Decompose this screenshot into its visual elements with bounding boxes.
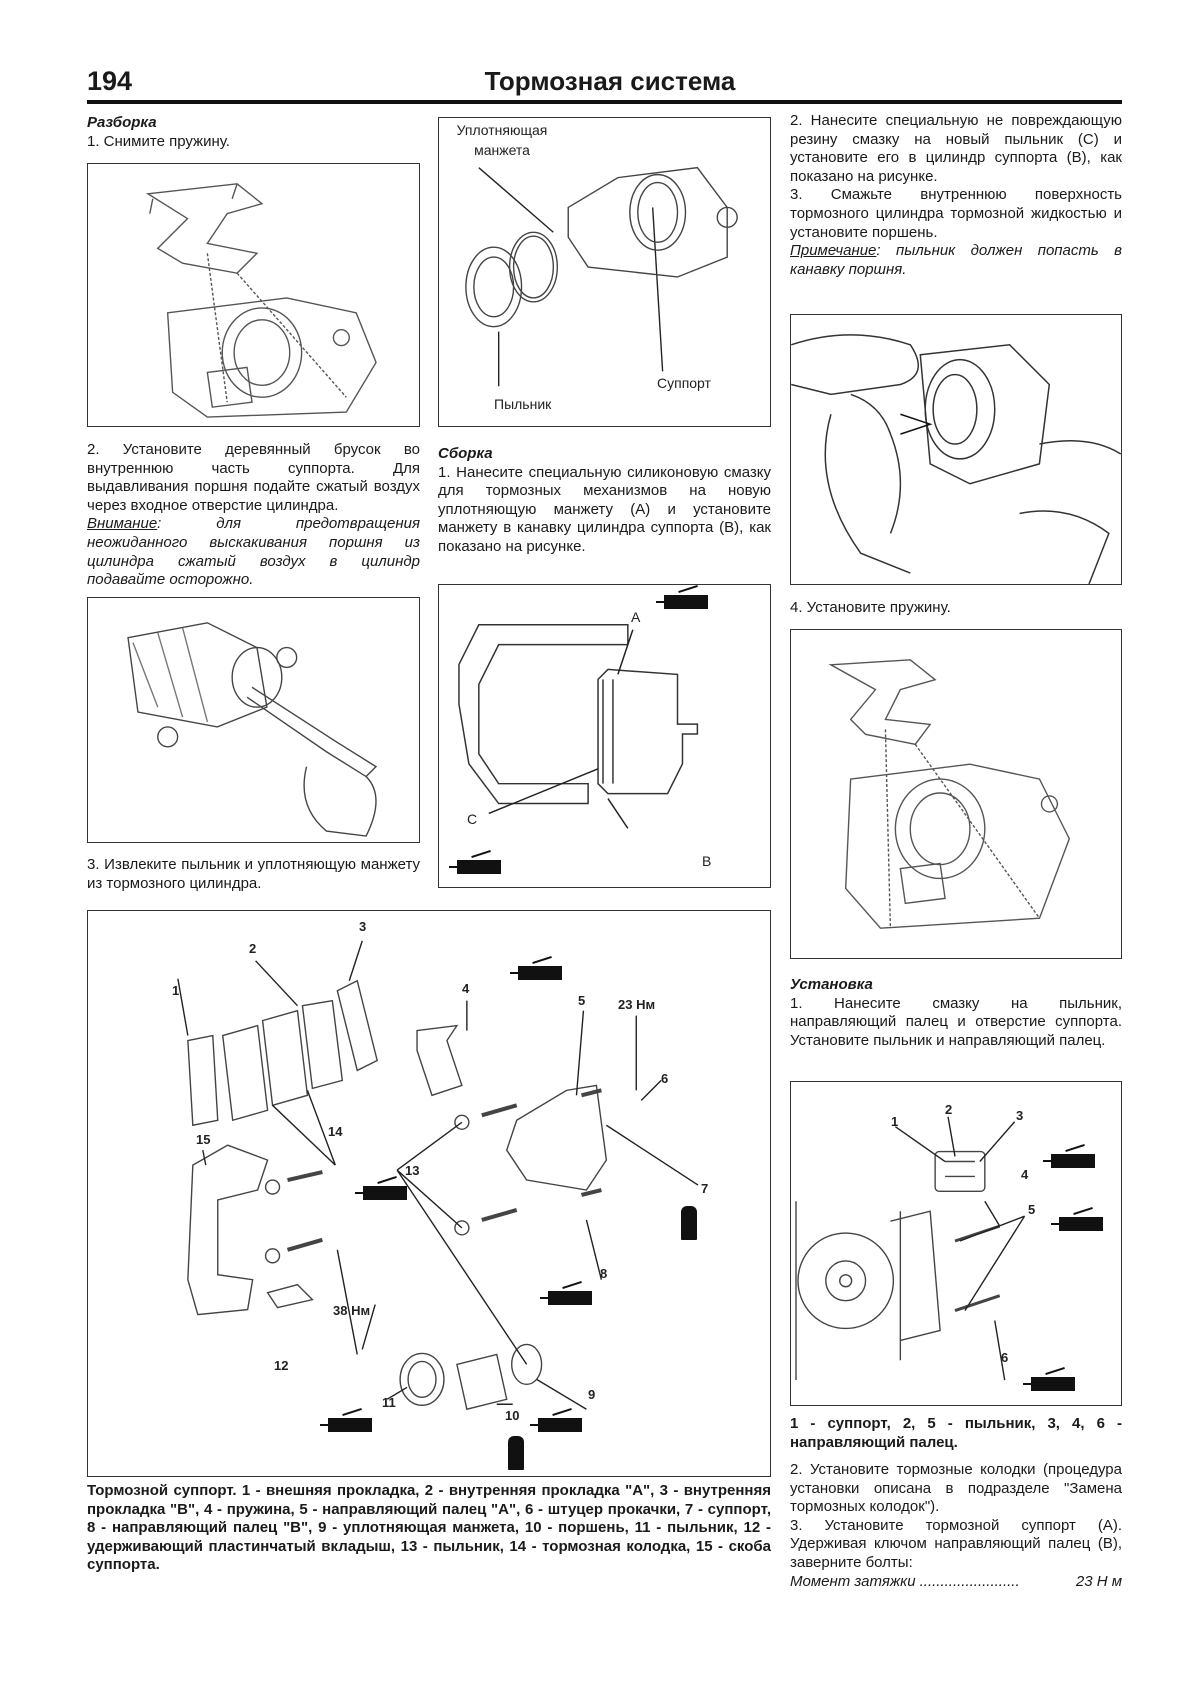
part-label-6: 6	[661, 1071, 669, 1086]
disassembly-heading: Разборка	[87, 114, 157, 131]
grease-tag-icon	[530, 1418, 582, 1432]
figure-seal-boot-caliper: Уплотняющая манжета Пыльник Суппорт	[438, 117, 771, 427]
torque-38-label: 38 Нм	[333, 1303, 371, 1318]
disassembly-intro: Разборка 1. Снимите пружину.	[87, 114, 420, 151]
assembly-step-2: 2. Нанесите специальную не повреждающую …	[790, 112, 1122, 185]
fig3-label-6: 6	[1001, 1350, 1009, 1365]
grease-tag-icon	[540, 1291, 592, 1305]
warning-label: Внимание	[87, 515, 158, 533]
figure-guide-pins: 1 2 3 4 5 6	[790, 1081, 1122, 1406]
assembly-heading: Сборка	[438, 445, 493, 462]
torque-dots: ........................	[919, 1572, 1020, 1590]
disassembly-step-2: 2. Установите деревянный брусок во внутр…	[87, 441, 420, 514]
installation-step-3: 3. Установите тормозной суппорт (A). Уде…	[790, 1516, 1122, 1571]
part-label-7: 7	[701, 1181, 709, 1196]
disassembly-step-2-block: 2. Установите деревянный брусок во внутр…	[87, 441, 420, 590]
grease-tag-icon	[1043, 1154, 1095, 1168]
part-label-12: 12	[274, 1358, 289, 1373]
installation-block: Установка 1. Нанесите смазку на пыльник,…	[790, 976, 1122, 1050]
part-label-13: 13	[405, 1163, 420, 1178]
part-label-2: 2	[249, 941, 257, 956]
part-label-14: 14	[328, 1124, 343, 1139]
figure-exploded-caliper: 1 2 3 4 5 23 Нм 6 14 15 13 7 8 38 Нм 12 …	[87, 910, 771, 1477]
grease-tag-icon	[510, 966, 562, 980]
figure-compressed-air	[87, 597, 420, 843]
warning-text: : для предотвращения неожиданного выскак…	[87, 515, 420, 589]
part-label-5: 5	[578, 993, 586, 1008]
part-label-10: 10	[505, 1408, 520, 1423]
installation-step-2: 2. Установите тормозные колодки (процеду…	[790, 1461, 1122, 1516]
installation-heading: Установка	[790, 976, 873, 993]
exploded-figure-caption: Тормозной суппорт. 1 - внешняя прокладка…	[87, 1482, 771, 1574]
figure-install-spring	[790, 629, 1122, 959]
fig3-label-2: 2	[945, 1102, 953, 1117]
figure-remove-spring	[87, 163, 420, 427]
page-title: Тормозная система	[484, 66, 736, 96]
grease-tag-icon	[656, 595, 708, 609]
part-label-15: 15	[196, 1132, 211, 1147]
grease-tag-icon	[320, 1418, 372, 1432]
part-label-8: 8	[600, 1266, 608, 1281]
disassembly-step-1: 1. Снимите пружину.	[87, 132, 230, 150]
part-label-9: 9	[588, 1387, 596, 1402]
fig3-label-4: 4	[1021, 1167, 1029, 1182]
label-boot: Пыльник	[494, 396, 552, 412]
page-number: 194	[87, 66, 133, 96]
label-c: C	[467, 811, 478, 827]
figure-install-piston	[790, 314, 1122, 585]
brake-fluid-bottle-icon	[681, 1206, 697, 1240]
assembly-step-4: 4. Установите пружину.	[790, 599, 951, 616]
grease-tag-icon	[1023, 1377, 1075, 1391]
grease-tag-icon	[1051, 1217, 1103, 1231]
torque-value: 23 Н м	[1075, 1572, 1122, 1590]
grease-tag-icon	[449, 860, 501, 874]
part-label-4: 4	[462, 981, 470, 996]
part-label-11: 11	[382, 1395, 396, 1410]
torque-23-label: 23 Нм	[618, 997, 656, 1012]
fig3-label-3: 3	[1016, 1108, 1024, 1123]
label-b: B	[702, 853, 712, 869]
figure-seal-section: A C B	[438, 584, 771, 888]
disassembly-step-3: 3. Извлеките пыльник и уплотняющую манже…	[87, 856, 420, 892]
installation-continued: 2. Установите тормозные колодки (процеду…	[790, 1461, 1122, 1591]
fig3-label-5: 5	[1028, 1202, 1036, 1217]
figure3-caption: 1 - суппорт, 2, 5 - пыльник, 3, 4, 6 - н…	[790, 1415, 1122, 1451]
fig3-label-1: 1	[891, 1114, 899, 1129]
note-label: Примечание	[790, 242, 877, 260]
assembly-block: Сборка 1. Нанесите специальную силиконов…	[438, 445, 771, 557]
label-a: A	[631, 609, 641, 625]
part-label-3: 3	[359, 919, 367, 934]
assembly-step-1: 1. Нанесите специальную силиконовую смаз…	[438, 463, 771, 555]
installation-step-1: 1. Нанесите смазку на пыльник, направляю…	[790, 994, 1122, 1049]
label-caliper: Суппорт	[657, 375, 711, 391]
grease-tag-icon	[355, 1186, 407, 1200]
note-text: : пыльник должен попасть в канавку поршн…	[790, 242, 1122, 278]
part-label-1: 1	[172, 983, 180, 998]
label-seal: Уплотняющая манжета	[456, 122, 548, 158]
assembly-step-3: 3. Смажьте внутреннюю поверхность тормоз…	[790, 186, 1122, 241]
assembly-continued: 2. Нанесите специальную не повреждающую …	[790, 112, 1122, 279]
header-rule	[87, 100, 1122, 104]
brake-fluid-bottle-icon	[508, 1436, 524, 1470]
torque-label: Момент затяжки	[790, 1572, 916, 1590]
